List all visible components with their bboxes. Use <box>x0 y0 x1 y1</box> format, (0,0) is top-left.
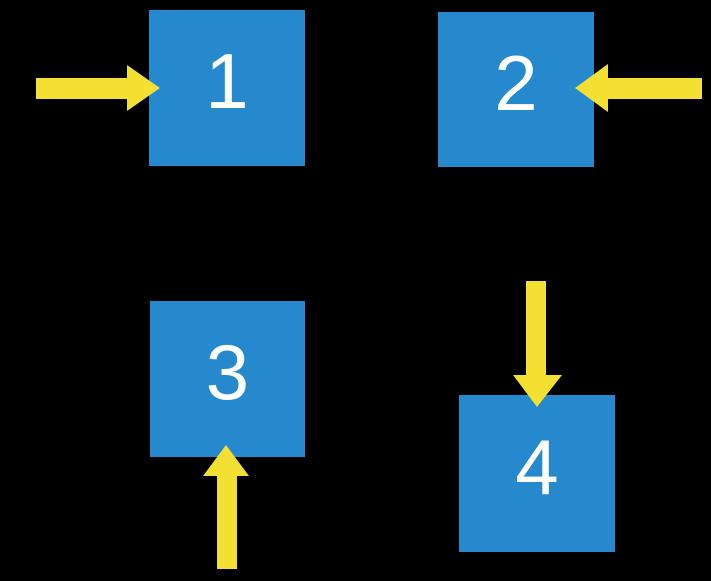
box-4-label: 4 <box>515 422 559 511</box>
box-3-label: 3 <box>205 328 250 416</box>
box-3: 3 <box>150 301 305 457</box>
box-4: 4 <box>459 395 615 552</box>
box-2-label: 2 <box>494 38 538 127</box>
box-1: 1 <box>149 10 305 166</box>
arrow-up-icon <box>203 445 249 569</box>
arrow-left-icon <box>575 64 702 112</box>
box-1-label: 1 <box>205 37 249 125</box>
arrow-down-icon <box>513 281 562 407</box>
box-2: 2 <box>438 12 594 167</box>
arrow-right-icon <box>36 65 160 111</box>
